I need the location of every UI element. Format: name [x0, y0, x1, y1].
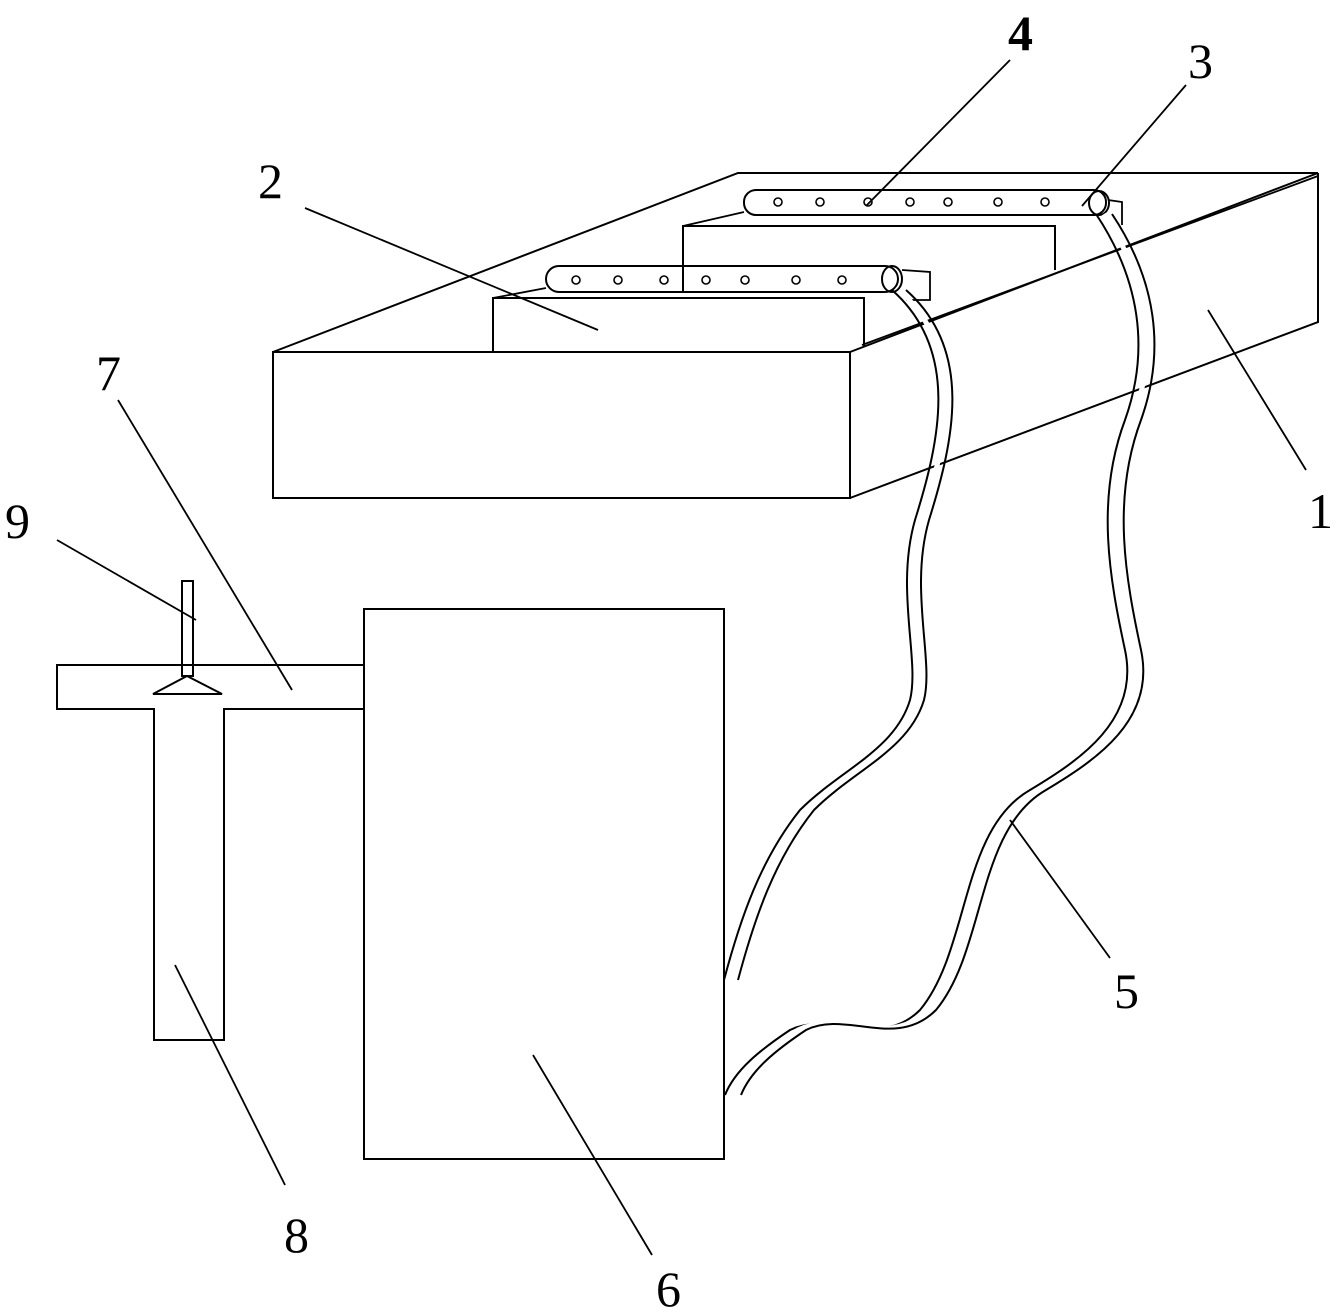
hole [905, 197, 915, 207]
leader-lines [56, 59, 1307, 1256]
label-6: 6 [656, 1261, 681, 1312]
label-2: 2 [258, 153, 283, 209]
hole [659, 275, 669, 285]
hole [837, 275, 847, 285]
tank-body [272, 172, 1319, 499]
label-1: 1 [1308, 483, 1333, 539]
hole [791, 275, 801, 285]
spray-pipe-back [743, 189, 1123, 225]
valve-9 [152, 580, 223, 695]
hole [773, 197, 783, 207]
label-4: 4 [1008, 5, 1033, 61]
t-pipe [56, 664, 364, 1041]
inner-block-front [492, 287, 865, 352]
label-7: 7 [96, 345, 121, 401]
box-6 [363, 608, 725, 1160]
label-9: 9 [5, 493, 30, 549]
spray-pipe-front [545, 265, 931, 301]
inner-block-back [682, 211, 1056, 293]
hole [701, 275, 711, 285]
label-5: 5 [1114, 963, 1139, 1019]
hole [571, 275, 581, 285]
labels: 1 2 3 4 5 6 7 8 9 [5, 5, 1333, 1312]
hole [815, 197, 825, 207]
hole [613, 275, 623, 285]
hose-front [723, 288, 954, 981]
hole [943, 197, 953, 207]
hole [1040, 197, 1050, 207]
hole [863, 197, 873, 207]
label-8: 8 [284, 1207, 309, 1263]
hole [993, 197, 1003, 207]
label-3: 3 [1188, 33, 1213, 89]
hole [740, 275, 750, 285]
hose-back [724, 212, 1156, 1096]
